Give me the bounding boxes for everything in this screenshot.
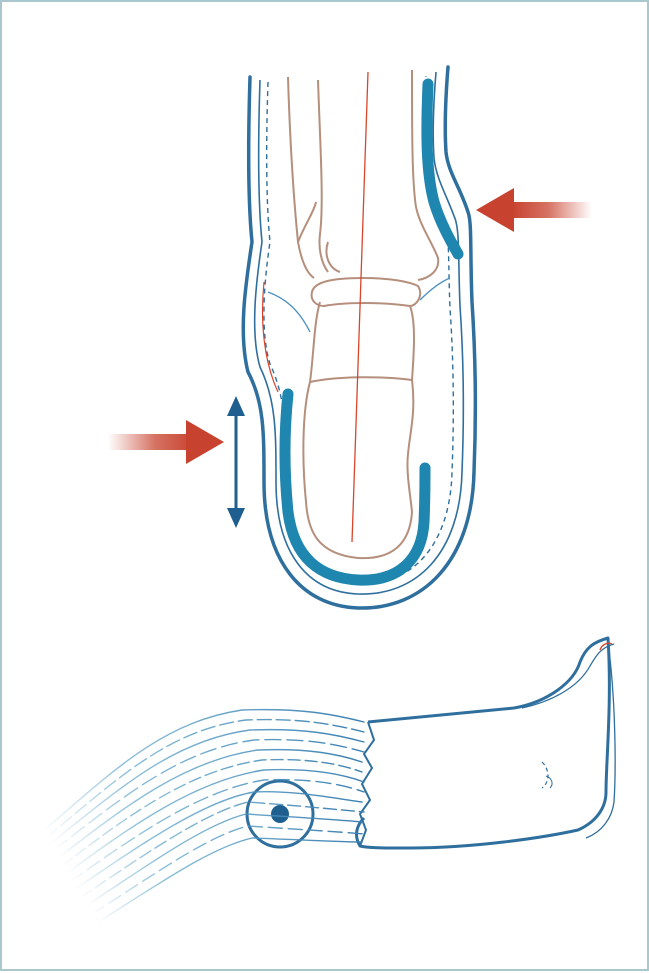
fiber [98,838,362,922]
talus [312,278,421,306]
fibula-inner [318,80,328,272]
ankle-mark [542,762,548,788]
leg-bandage-panel [42,638,615,922]
fibula [288,77,314,278]
pressure-arrow-right-icon [476,188,592,232]
midline [352,72,368,542]
leg-outline [357,638,610,848]
bandage-fibers [42,710,364,922]
ligament-right [420,278,450,300]
fiber [80,802,364,898]
fiber [62,760,362,866]
fiber [86,814,362,906]
navicular [327,242,341,272]
pressure-arrow-left-icon [108,420,224,464]
tibia-left [298,202,316,242]
fiber [58,750,362,858]
ankle-cross-section [108,67,592,608]
double-headed-arrow-icon [227,396,245,528]
bandage-torn-edge [360,722,374,846]
calcaneus [303,380,413,558]
fiber [54,740,364,850]
ligament-left [268,292,310,332]
bones [288,70,438,558]
talus-body [310,302,414,382]
pad-bottom-u [285,394,425,580]
pad-upper-right [427,84,458,254]
leg-inner-line [522,644,614,708]
